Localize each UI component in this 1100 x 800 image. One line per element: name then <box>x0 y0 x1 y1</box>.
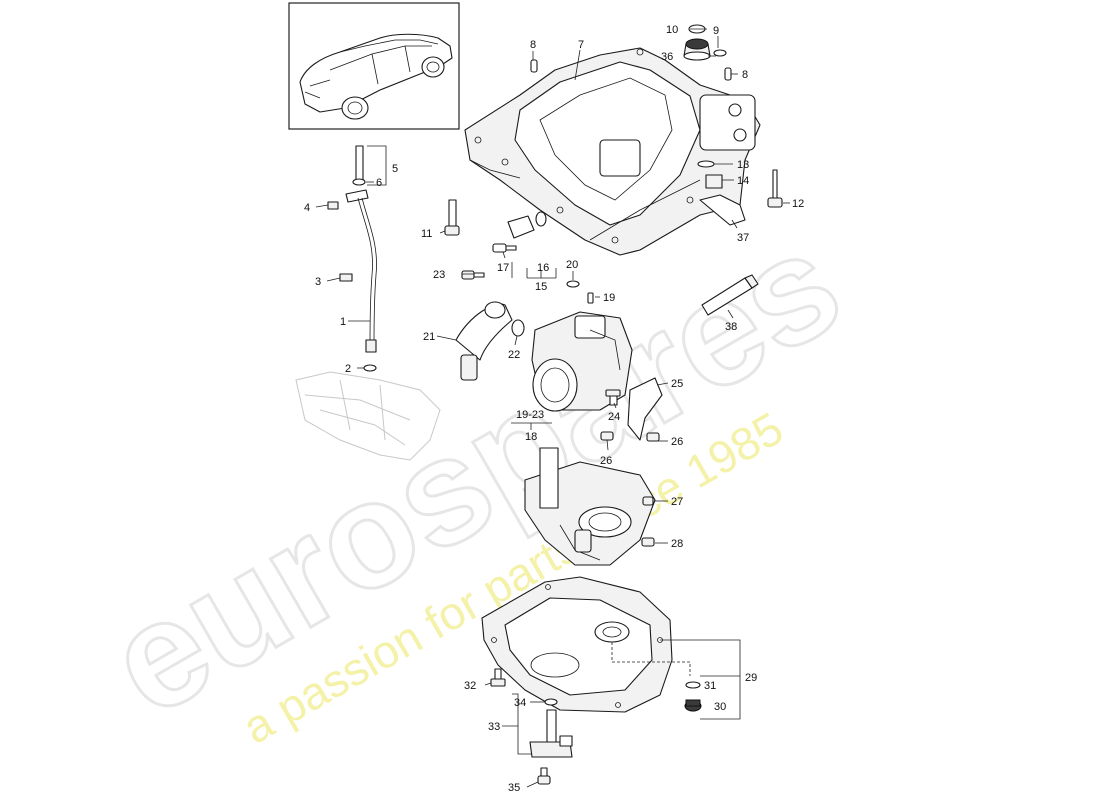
bolt-27 <box>642 496 654 506</box>
callout-6: 6 <box>376 177 382 189</box>
bolt-23 <box>461 270 485 280</box>
dowel-pin-8-right <box>724 67 732 81</box>
callout-2: 2 <box>345 363 351 375</box>
callout-9: 9 <box>713 25 719 37</box>
bracket-25 <box>627 377 663 441</box>
bolt-28 <box>641 537 655 547</box>
o-ring-22 <box>511 319 525 337</box>
callout-34: 34 <box>514 697 526 709</box>
callout-20: 20 <box>566 259 578 271</box>
callout-17: 17 <box>497 262 509 274</box>
callout-27: 27 <box>671 496 683 508</box>
callout-4: 4 <box>304 202 310 214</box>
callout-8-left: 8 <box>530 39 536 51</box>
callout-30: 30 <box>714 701 726 713</box>
callout-36: 36 <box>661 51 673 63</box>
oil-sensor-16 <box>507 211 547 239</box>
o-ring-20 <box>566 280 580 288</box>
engine-outline <box>295 371 441 461</box>
drain-plug-30 <box>684 699 702 712</box>
leader-lines <box>315 28 790 788</box>
bolt-24 <box>605 389 621 406</box>
oil-baffle <box>524 447 656 566</box>
lower-oil-pan <box>481 576 673 713</box>
callout-31: 31 <box>704 680 716 692</box>
dipstick-assembly <box>327 145 377 372</box>
bolt-12 <box>767 169 783 208</box>
callout-37: 37 <box>737 232 749 244</box>
callout-labels: 10 9 36 8 8 7 5 6 4 3 1 2 13 14 12 11 37… <box>304 24 804 794</box>
callout-13: 13 <box>737 159 749 171</box>
oil-pump-module <box>531 311 633 412</box>
callout-28: 28 <box>671 538 683 550</box>
plug-14 <box>705 174 723 189</box>
seal-31 <box>685 681 701 689</box>
o-ring-34 <box>544 698 558 706</box>
bolt-32 <box>490 668 506 687</box>
callout-26-right: 26 <box>671 436 683 448</box>
callout-19: 19 <box>603 292 615 304</box>
seal-13 <box>697 160 715 168</box>
bolt-17 <box>492 243 517 253</box>
callout-8-right: 8 <box>742 69 748 81</box>
dowel-pin-8-left <box>530 59 538 73</box>
callout-15: 15 <box>535 281 547 293</box>
callout-24: 24 <box>608 411 620 423</box>
callout-29: 29 <box>745 672 757 684</box>
callout-21: 21 <box>423 331 435 343</box>
callout-16: 16 <box>537 262 549 274</box>
callout-25: 25 <box>671 378 683 390</box>
vehicle-thumbnail <box>288 2 460 130</box>
oil-level-sensor-33 <box>529 709 573 758</box>
callout-10: 10 <box>666 24 678 36</box>
callout-38: 38 <box>725 321 737 333</box>
bolt-35 <box>537 767 551 785</box>
callout-35: 35 <box>508 782 520 794</box>
callout-22: 22 <box>508 349 520 361</box>
pickup-tube-21 <box>455 301 513 381</box>
upper-oil-pan <box>464 47 761 256</box>
callout-32: 32 <box>464 680 476 692</box>
callout-18: 18 <box>525 431 537 443</box>
callout-14: 14 <box>737 175 749 187</box>
callout-26-left: 26 <box>600 455 612 467</box>
callout-12: 12 <box>792 198 804 210</box>
bolt-26-right <box>646 432 660 442</box>
bolt-11 <box>444 199 460 236</box>
callout-1: 1 <box>340 316 346 328</box>
callout-33: 33 <box>488 721 500 733</box>
callout-11: 11 <box>421 228 432 240</box>
sealant-tube-38 <box>701 274 759 316</box>
callout-5: 5 <box>392 163 398 175</box>
callout-3: 3 <box>315 276 321 288</box>
oil-filler-cap-36 <box>683 38 711 61</box>
bolt-26-left <box>600 431 614 441</box>
callout-23: 23 <box>433 269 445 281</box>
callout-19-23: 19-23 <box>516 409 544 421</box>
seal-ring-9 <box>713 49 727 57</box>
callout-7: 7 <box>578 39 584 51</box>
pin-19 <box>587 292 594 304</box>
